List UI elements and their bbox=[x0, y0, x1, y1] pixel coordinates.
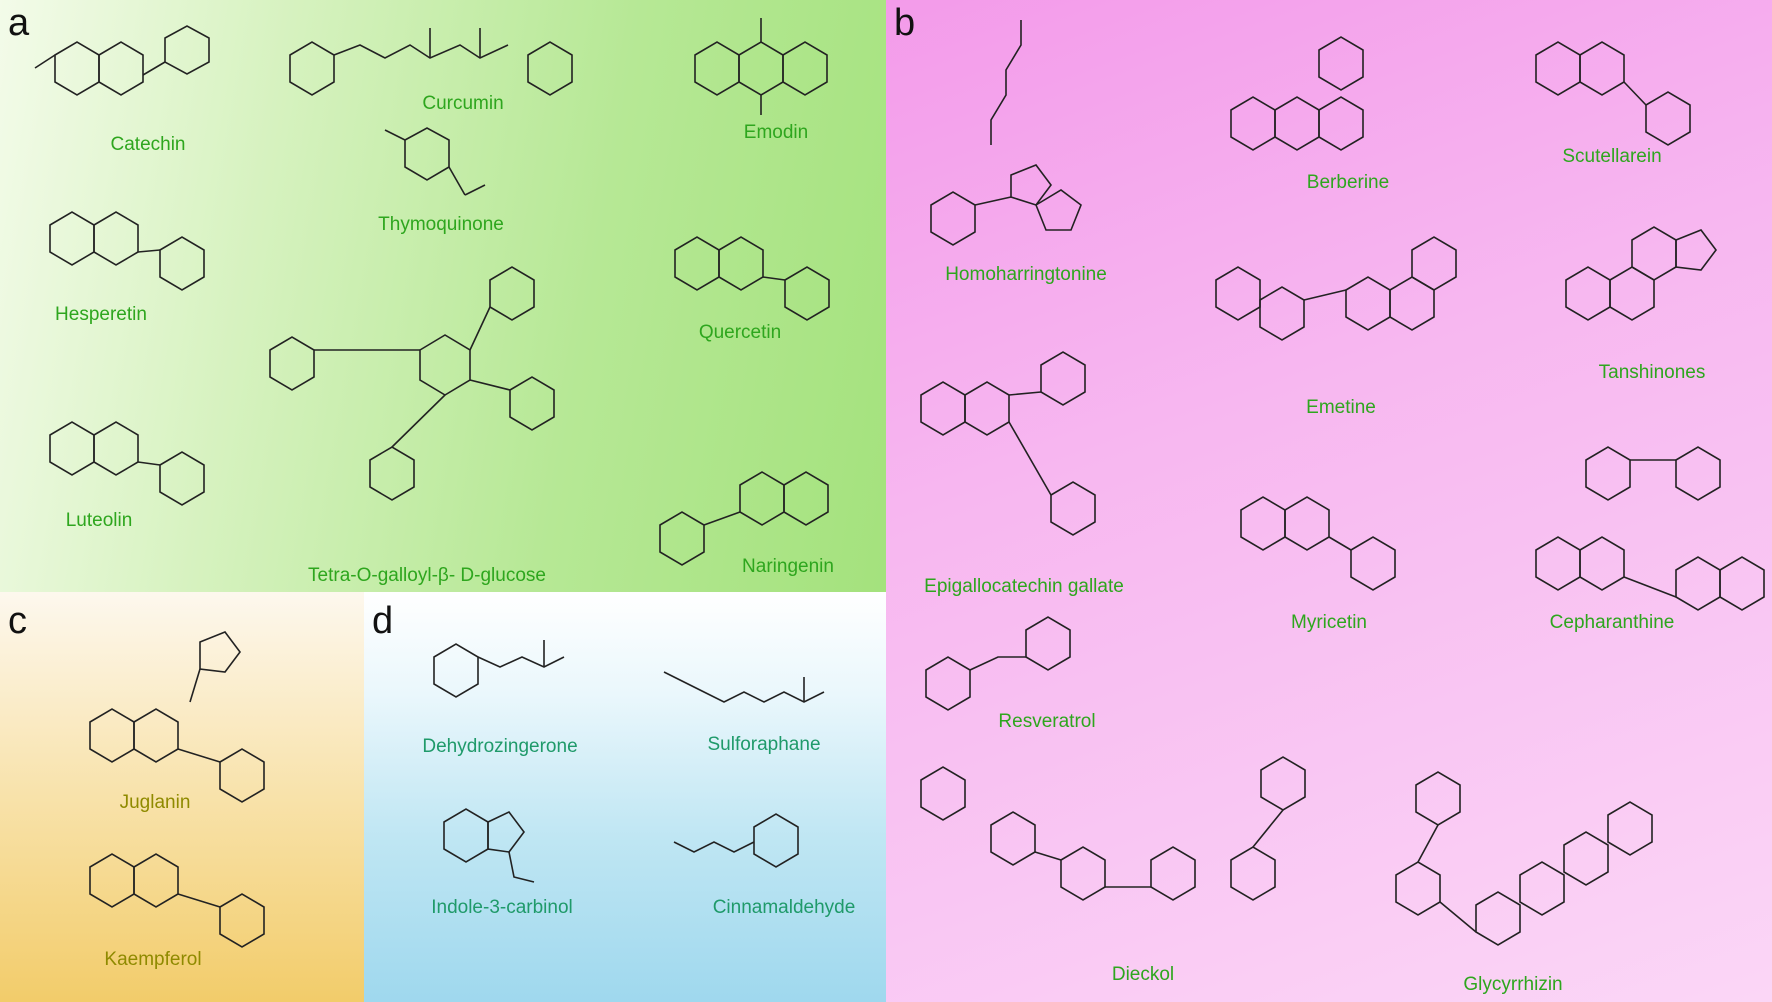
myricetin-structure bbox=[1221, 470, 1461, 620]
egcg-structure bbox=[901, 335, 1141, 580]
dieckol-label: Dieckol bbox=[1111, 964, 1175, 985]
quercetin-structure bbox=[655, 210, 885, 340]
indole-3-carbinol-label: Indole-3-carbinol bbox=[431, 897, 573, 918]
cinnamaldehyde-label: Cinnamaldehyde bbox=[712, 897, 856, 918]
hesperetin-label: Hesperetin bbox=[55, 304, 147, 325]
myricetin-label: Myricetin bbox=[1290, 612, 1368, 633]
panel-letter-d: d bbox=[372, 600, 394, 642]
luteolin-structure bbox=[20, 395, 250, 525]
sulforaphane-label: Sulforaphane bbox=[707, 734, 821, 755]
panel-a: a Catechin Curcumin Emodin bbox=[0, 0, 886, 592]
naringenin-label: Naringenin bbox=[742, 556, 834, 577]
luteolin-label: Luteolin bbox=[65, 510, 133, 531]
panel-letter-b: b bbox=[894, 2, 916, 44]
juglanin-structure bbox=[60, 612, 320, 822]
kaempferol-label: Kaempferol bbox=[104, 949, 202, 970]
berberine-structure bbox=[1211, 20, 1411, 170]
resveratrol-structure bbox=[906, 610, 1106, 730]
resveratrol-label: Resveratrol bbox=[998, 711, 1096, 732]
homoharringtonine-label: Homoharringtonine bbox=[945, 264, 1107, 285]
thymoquinone-label: Thymoquinone bbox=[378, 214, 504, 235]
kaempferol-structure bbox=[60, 827, 320, 987]
naringenin-structure bbox=[640, 440, 880, 580]
curcumin-label: Curcumin bbox=[422, 93, 504, 114]
homoharringtonine-structure bbox=[911, 15, 1111, 260]
cepharanthine-label: Cepharanthine bbox=[1549, 612, 1675, 633]
emetine-label: Emetine bbox=[1306, 397, 1376, 418]
tanshinones-structure bbox=[1556, 210, 1736, 360]
hesperetin-structure bbox=[20, 190, 260, 310]
catechin-structure bbox=[15, 10, 245, 140]
panel-d: d Dehydrozingerone Sulforaphane Indole-3… bbox=[364, 592, 886, 1002]
glycyrrhizin-label: Glycyrrhizin bbox=[1463, 974, 1563, 995]
cinnamaldehyde-structure bbox=[664, 802, 824, 882]
catechin-label: Catechin bbox=[110, 134, 186, 155]
scutellarein-structure bbox=[1516, 15, 1756, 155]
emodin-structure bbox=[675, 10, 865, 120]
sulforaphane-structure bbox=[644, 662, 844, 722]
panel-b: b Homoharringtonine Berberine Scutellare… bbox=[886, 0, 1772, 1002]
cepharanthine-structure bbox=[1516, 420, 1766, 680]
glycyrrhizin-structure bbox=[1366, 745, 1666, 970]
panel-c: c Juglanin Kaempferol bbox=[0, 592, 364, 1002]
tanshinones-label: Tanshinones bbox=[1598, 362, 1706, 383]
juglanin-label: Juglanin bbox=[119, 792, 191, 813]
quercetin-label: Quercetin bbox=[698, 322, 782, 343]
indole-3-carbinol-structure bbox=[424, 782, 584, 892]
dehydrozingerone-label: Dehydrozingerone bbox=[422, 736, 578, 757]
curcumin-structure bbox=[260, 10, 640, 100]
emetine-structure bbox=[1186, 210, 1506, 370]
panel-letter-c: c bbox=[8, 600, 27, 642]
emodin-label: Emodin bbox=[743, 122, 809, 143]
berberine-label: Berberine bbox=[1306, 172, 1390, 193]
tetra-o-galloyl-glucose-structure bbox=[240, 240, 620, 540]
scutellarein-label: Scutellarein bbox=[1562, 146, 1662, 167]
egcg-label: Epigallocatechin gallate bbox=[924, 576, 1124, 597]
panel-letter-a: a bbox=[8, 2, 30, 44]
dieckol-structure bbox=[901, 740, 1361, 970]
tetra-o-galloyl-glucose-label: Tetra-O-galloyl-β- D-glucose bbox=[308, 565, 546, 586]
dehydrozingerone-structure bbox=[404, 632, 604, 722]
thymoquinone-structure bbox=[375, 120, 495, 220]
